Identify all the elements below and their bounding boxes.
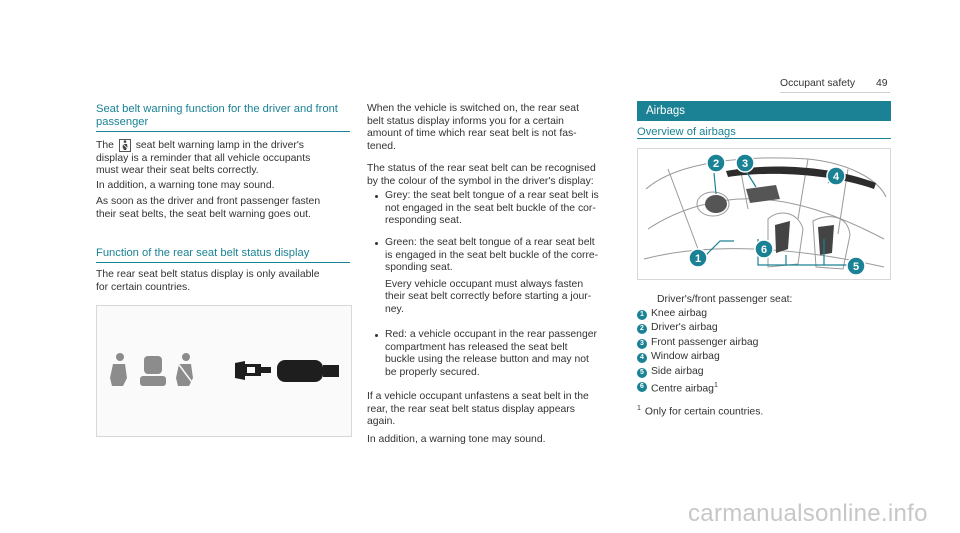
bullet-red: Red: a vehicle occupant in the rear pass… [367, 329, 621, 383]
svg-text:6: 6 [761, 244, 767, 256]
paragraph-unfastens: If a vehicle occupant unfastens a seat b… [367, 391, 589, 428]
footnote-mark: 1 [637, 405, 641, 412]
legend-label-4: Window airbag [651, 351, 720, 362]
legend-label-2: Driver's airbag [651, 322, 718, 333]
callout-6: 6 [754, 239, 774, 259]
airbag-overview-figure: 2 3 4 1 6 5 [637, 148, 891, 280]
svg-text:3: 3 [742, 158, 748, 170]
legend-label-5: Side airbag [651, 366, 704, 377]
window-airbag-highlight [726, 166, 876, 189]
paragraph-switched-on: When the vehicle is switched on, the rea… [367, 103, 579, 152]
front-airbag-highlight [705, 185, 780, 213]
heading-rule [637, 138, 891, 139]
belt-tongue-icon [235, 361, 271, 380]
paragraph-availability: The rear seat belt status display is onl… [96, 269, 320, 293]
heading-rear-status-display: Function of the rear seat belt status di… [96, 247, 310, 259]
bullet-dot [375, 242, 378, 245]
seat-occupant-right-icon [176, 353, 195, 386]
rear-seat-belt-status-figure [96, 305, 352, 437]
legend-title: Driver's/front passenger seat: [657, 294, 793, 305]
legend-label-1: Knee airbag [651, 308, 708, 319]
legend-number-4: 4 [637, 353, 647, 363]
callout-4: 4 [826, 166, 846, 186]
seat-belt-warning-lamp-icon [118, 139, 131, 152]
callout-1: 1 [688, 248, 708, 268]
bullet-dot [375, 195, 378, 198]
paragraph-warning-tone-2: In addition, a warning tone may sound. [367, 434, 546, 445]
legend-number-5: 5 [637, 368, 647, 378]
seat-empty-center-icon [140, 356, 166, 386]
heading-rule [96, 131, 350, 132]
page-header: Occupant safety 49 [780, 78, 892, 94]
legend-number-3: 3 [637, 339, 647, 349]
heading-rule [96, 262, 350, 263]
bullet-green: Green: the seat belt tongue of a rear se… [367, 237, 621, 323]
section-title: Occupant safety [780, 78, 856, 89]
heading-overview-of-airbags: Overview of airbags [637, 126, 736, 138]
seat-occupant-left-icon [110, 353, 127, 386]
heading-seat-belt-warning: Seat belt warning function for the drive… [96, 103, 338, 128]
belt-buckle-icon [277, 360, 339, 382]
footnote-text: Only for certain countries. [644, 406, 764, 418]
legend-label-3: Front passenger airbag [651, 337, 759, 348]
paragraph-warning-goes-out: As soon as the driver and front passenge… [96, 196, 321, 220]
paragraph-status-colour: The status of the rear seat belt can be … [367, 163, 596, 187]
airbags-banner: Airbags [637, 101, 891, 121]
column-3: Airbags Overview of airbags [637, 0, 891, 533]
paragraph-warning-tone: In addition, a warning tone may sound. [96, 180, 275, 191]
footnote-ref: 1 [713, 382, 718, 389]
paragraph-warning-lamp: The seat belt warning lamp in the driver… [96, 139, 311, 177]
column-1: Seat belt warning function for the drive… [96, 0, 352, 533]
page-number: 49 [876, 78, 888, 89]
bullet-dot [375, 334, 378, 337]
svg-text:2: 2 [713, 158, 719, 170]
callout-3: 3 [735, 153, 755, 173]
column-2: When the vehicle is switched on, the rea… [367, 0, 621, 533]
svg-text:1: 1 [695, 253, 701, 265]
svg-text:4: 4 [833, 171, 840, 183]
car-interior-illustration: 2 3 4 1 6 5 [643, 153, 887, 276]
legend-label-6: Centre airbag [651, 383, 714, 395]
callout-2: 2 [706, 153, 726, 173]
legend-number-2: 2 [637, 324, 647, 334]
svg-text:5: 5 [853, 261, 859, 273]
watermark: carmanualsonline.info [688, 500, 928, 527]
rear-seat-belt-icons [110, 353, 339, 386]
legend-number-1: 1 [637, 310, 647, 320]
bullet-grey: Grey: the seat belt tongue of a rear sea… [367, 190, 621, 230]
legend-number-6: 6 [637, 382, 647, 392]
side-airbag-highlight [775, 221, 834, 255]
header-rule [780, 92, 890, 93]
callout-5: 5 [846, 256, 866, 276]
